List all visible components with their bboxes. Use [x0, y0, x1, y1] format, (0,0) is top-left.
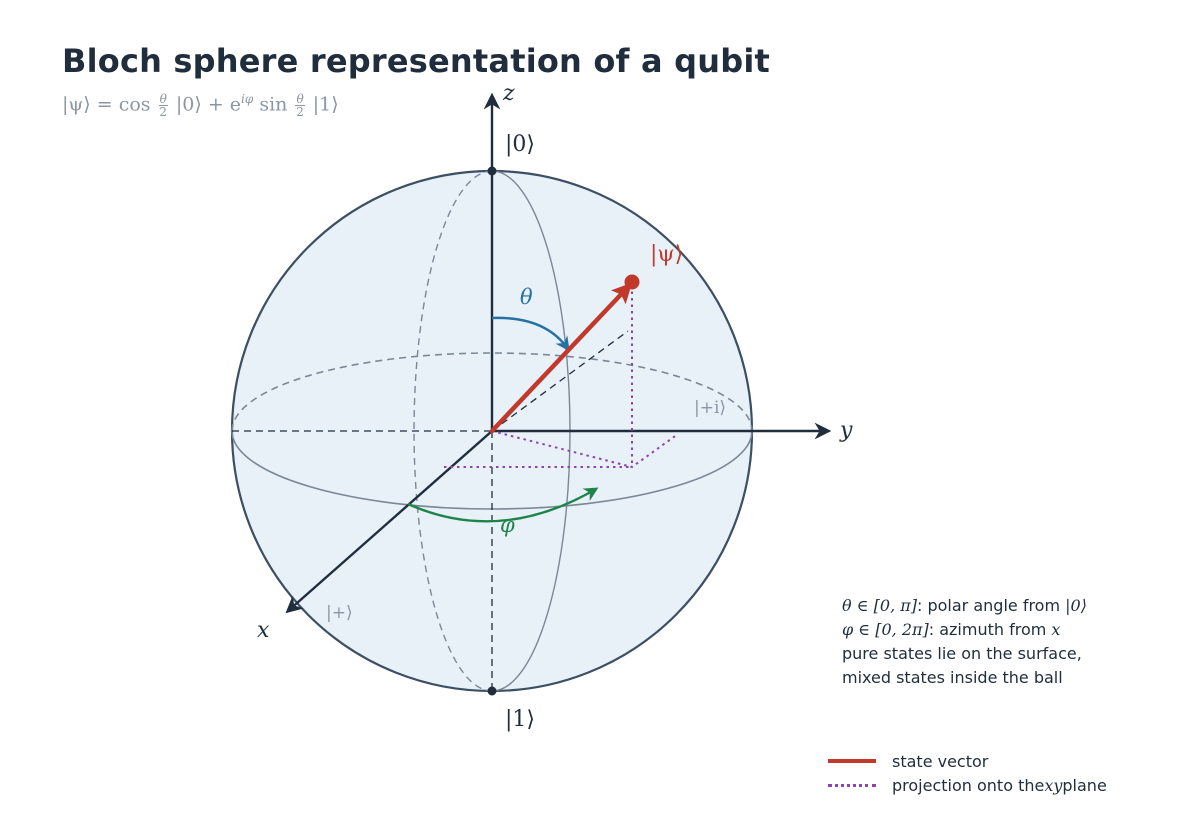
ket-plus-label: |+⟩: [326, 603, 353, 623]
legend-label-tail: plane: [1062, 775, 1107, 795]
legend-item-state-vector: state vector: [828, 749, 1107, 773]
note-math-tail: |0⟩: [1065, 596, 1087, 615]
equator-back: [231, 352, 753, 432]
state-vector: [489, 282, 633, 434]
notes-panel: θ ∈ [0, π]: polar angle from |0⟩ φ ∈ [0,…: [842, 594, 1087, 690]
formula-sin: sin: [259, 93, 288, 116]
y-axis-label: y: [839, 418, 853, 443]
state-vector-tip: [624, 274, 640, 290]
frac-numerator: θ: [158, 91, 168, 106]
note-math: φ ∈ [0, 2π]: [842, 620, 929, 639]
frac-denominator: 2: [296, 104, 304, 119]
ket-one-label: |1⟩: [505, 707, 535, 732]
note-text: : polar angle from: [917, 596, 1066, 615]
note-text: mixed states inside the ball: [842, 668, 1063, 687]
x-axis-negative: [491, 330, 629, 432]
legend-swatch-dotted: [828, 783, 876, 787]
x-axis: [285, 430, 493, 614]
note-text: pure states lie on the surface,: [842, 644, 1082, 663]
diagram-title: Bloch sphere representation of a qubit: [62, 42, 771, 80]
formula-exponent: iφ: [241, 92, 254, 106]
note-phi: φ ∈ [0, 2π]: azimuth from x: [842, 618, 1087, 642]
note-math: θ ∈ [0, π]: [842, 596, 917, 615]
legend-swatch-solid: [828, 759, 876, 763]
note-mixed-states: mixed states inside the ball: [842, 666, 1087, 690]
note-theta: θ ∈ [0, π]: polar angle from |0⟩: [842, 594, 1087, 618]
meridian-back: [413, 170, 493, 692]
ket-zero-label: |0⟩: [505, 132, 535, 157]
frac-denominator: 2: [159, 104, 168, 119]
x-axis-label: x: [257, 618, 270, 643]
note-pure-states: pure states lie on the surface,: [842, 642, 1087, 666]
legend-math: xy: [1044, 775, 1063, 795]
note-math-tail: x: [1051, 620, 1061, 639]
psi-label: |ψ⟩: [650, 242, 683, 267]
legend-item-projection: projection onto the xy plane: [828, 773, 1107, 797]
legend-label: projection onto the: [892, 775, 1045, 795]
z-axis-label: z: [502, 81, 515, 106]
theta-arc: [491, 316, 570, 352]
legend: state vector projection onto the xy plan…: [828, 749, 1107, 797]
ket-plus-i-label: |+i⟩: [694, 398, 726, 418]
note-text: : azimuth from: [928, 620, 1052, 639]
legend-label: state vector: [892, 751, 989, 771]
projection-lines: [491, 430, 679, 469]
north-pole-dot: [487, 166, 497, 176]
theta-label: θ: [520, 285, 533, 309]
phi-label: φ: [500, 513, 515, 537]
south-pole-dot: [487, 686, 497, 696]
phi-arc: [407, 487, 599, 523]
formula-mid: |0⟩ + e: [175, 93, 242, 116]
formula-tail: |1⟩: [312, 93, 339, 116]
formula-lhs: |ψ⟩ = cos: [62, 93, 151, 116]
frac-numerator: θ: [295, 91, 305, 106]
